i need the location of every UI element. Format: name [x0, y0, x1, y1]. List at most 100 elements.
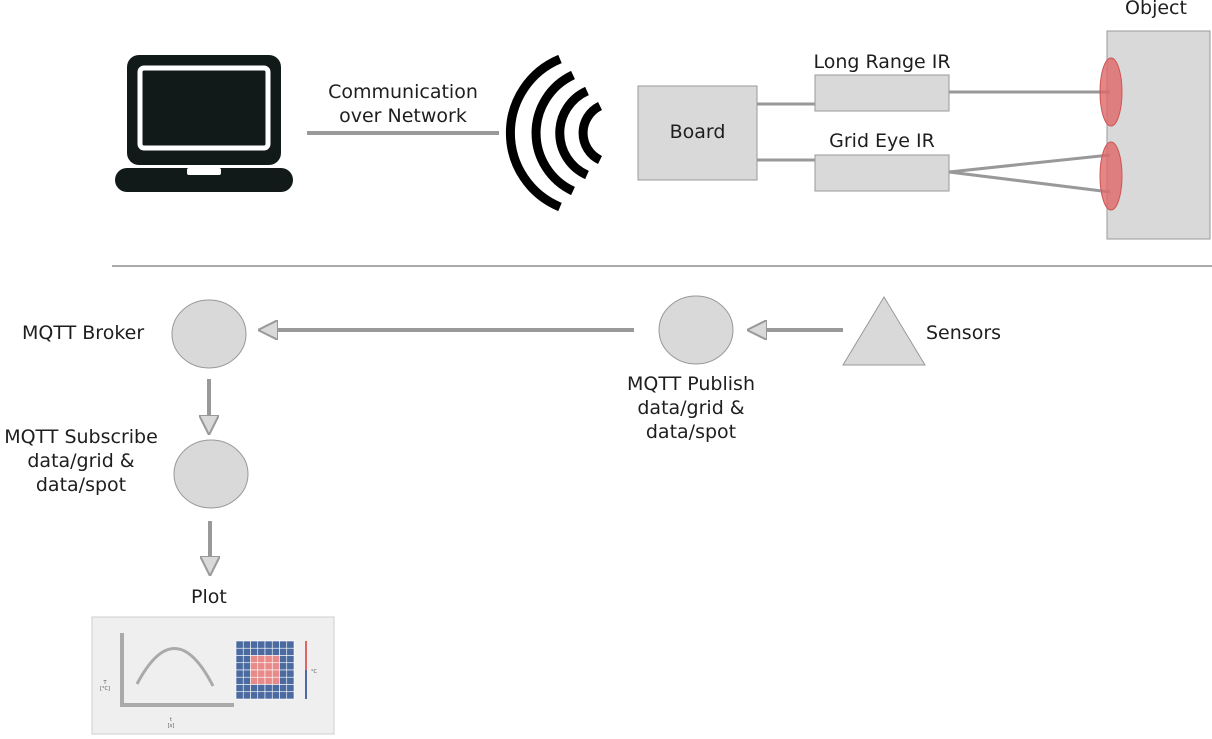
heatmap-cell: [271, 662, 280, 671]
heatmap-cell: [264, 640, 273, 649]
long-range-spot: [1099, 57, 1123, 127]
heatmap-cell: [242, 662, 251, 671]
plot-curve: [135, 647, 215, 687]
heatmap-cell: [271, 647, 280, 656]
heatmap-cell: [264, 684, 273, 693]
heatmap-cell: [250, 662, 259, 671]
heatmap-cell: [235, 691, 244, 700]
grid-eye-beam-upper: [948, 153, 1111, 174]
heatmap-cell: [271, 669, 280, 678]
plot-x-axis-label-line-1: t: [170, 717, 172, 723]
plot-label: Plot: [191, 586, 227, 608]
heatmap-cell: [264, 655, 273, 664]
heatmap-cell: [264, 647, 273, 656]
heatmap-cell: [286, 647, 295, 656]
heatmap-cell: [286, 691, 295, 700]
object-label: Object: [1125, 0, 1187, 19]
heatmap-cell: [235, 655, 244, 664]
grid-eye-ir-label: Grid Eye IR: [829, 130, 935, 152]
heatmap-cell: [286, 669, 295, 678]
heatmap-cell: [242, 676, 251, 685]
heatmap-cell: [242, 691, 251, 700]
heatmap-cell: [235, 669, 244, 678]
heatmap-cell: [235, 662, 244, 671]
heatmap-cell: [257, 647, 266, 656]
plot-y-axis-label-line-1: T: [103, 680, 107, 686]
heatmap-cell: [242, 684, 251, 693]
plot-x-axis-label-line-2: [s]: [167, 723, 175, 729]
heatmap-cell: [271, 640, 280, 649]
heatmap-cell: [279, 655, 288, 664]
heatmap-cell: [235, 676, 244, 685]
heatmap-cell: [279, 684, 288, 693]
grid-eye-spot: [1099, 141, 1123, 211]
communication-label: Communication over Network: [300, 80, 506, 128]
subscribe-label-line-1: MQTT Subscribe: [4, 426, 158, 448]
heatmap-cell: [271, 676, 280, 685]
grid-eye-beam-lower: [948, 170, 1111, 194]
long-range-ir-label: Long Range IR: [813, 51, 951, 73]
laptop-icon: [115, 55, 293, 192]
heatmap-cell: [286, 640, 295, 649]
heatmap-cell: [271, 684, 280, 693]
heatmap-cell: [279, 640, 288, 649]
board-box: [637, 85, 758, 181]
heatmap-cell: [264, 691, 273, 700]
heatmap-cell: [257, 676, 266, 685]
heatmap-cell: [271, 691, 280, 700]
heatmap-cell: [286, 662, 295, 671]
broker-label: MQTT Broker: [22, 322, 145, 344]
heatmap-cell: [235, 684, 244, 693]
heatmap-cell: [264, 662, 273, 671]
heatmap-cell: [257, 669, 266, 678]
heatmap-cell: [242, 669, 251, 678]
heatmap-cell: [250, 647, 259, 656]
heatmap-grid: [235, 640, 295, 700]
heatmap-cell: [279, 647, 288, 656]
heatmap-cell: [286, 655, 295, 664]
plot-y-axis-label: T [°C]: [96, 680, 114, 692]
heatmap-cell: [264, 676, 273, 685]
heatmap-cell: [286, 684, 295, 693]
heatmap-cell: [279, 669, 288, 678]
sensors-triangle: [842, 296, 926, 366]
heatmap-cell: [257, 684, 266, 693]
subscribe-label: MQTT Subscribe data/grid & data/spot: [0, 425, 166, 497]
subscribe-label-line-3: data/spot: [35, 474, 127, 496]
grid-eye-ir-box: [814, 154, 950, 192]
heatmap-cell: [264, 669, 273, 678]
communication-label-line-1: Communication: [328, 81, 478, 103]
publish-node: [658, 295, 734, 365]
heatmap-cell: [279, 691, 288, 700]
heatmap-cell: [279, 662, 288, 671]
heatmap-cell: [257, 691, 266, 700]
long-range-ir-box: [814, 74, 950, 112]
plot-axes: [120, 633, 234, 707]
heatmap-cell: [250, 655, 259, 664]
plot-x-axis-label: t [s]: [162, 717, 180, 729]
heatmap-cell: [279, 676, 288, 685]
plot-thumbnail: [91, 616, 335, 735]
subscribe-label-line-2: data/grid &: [27, 450, 135, 472]
plot-y-axis-label-line-2: [°C]: [100, 686, 110, 692]
heatmap-cell: [250, 669, 259, 678]
heatmap-cell: [242, 640, 251, 649]
heatmap-cell: [235, 640, 244, 649]
heatmap-cell: [257, 662, 266, 671]
colorbar-hot: [305, 641, 307, 670]
heatmap-cell: [235, 647, 244, 656]
heatmap-cell: [257, 655, 266, 664]
heatmap-cell: [286, 676, 295, 685]
broker-node: [171, 299, 247, 369]
plot-colorbar-label: °C: [311, 669, 317, 675]
object-box: [1106, 30, 1211, 240]
board-label: Board: [669, 121, 726, 143]
heatmap-cell: [250, 676, 259, 685]
publish-label-line-1: MQTT Publish: [627, 373, 755, 395]
publish-label-line-3: data/spot: [645, 421, 737, 443]
publish-label: MQTT Publish data/grid & data/spot: [601, 372, 781, 444]
publish-label-line-2: data/grid &: [637, 397, 745, 419]
heatmap-cell: [257, 640, 266, 649]
communication-label-line-2: over Network: [339, 105, 467, 127]
